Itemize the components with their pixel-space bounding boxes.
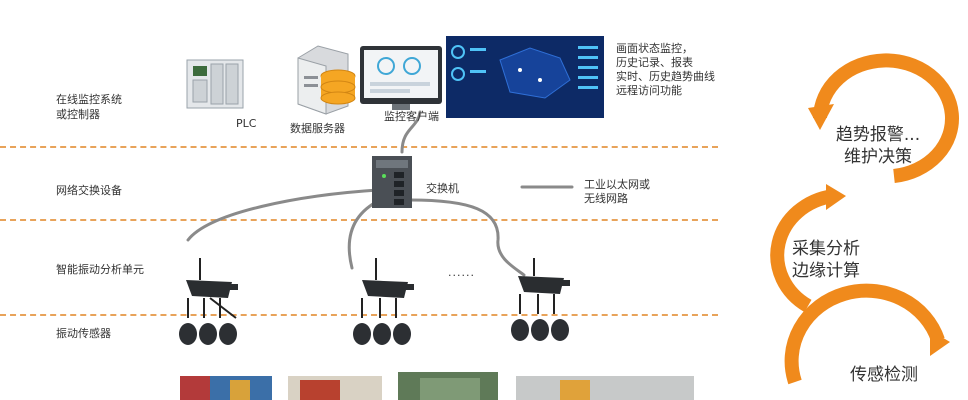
feature-item: 历史记录、报表 — [616, 56, 693, 69]
layer-label-sensor: 振动传感器 — [56, 327, 111, 340]
cable-switch-unit3 — [408, 198, 526, 277]
machine-photo-1 — [180, 376, 272, 400]
cycle-arc-top — [813, 53, 959, 183]
divider-3 — [0, 314, 718, 316]
cycle-arrow-middle — [826, 184, 846, 210]
layer-label-monitor-line2: 或控制器 — [56, 108, 100, 121]
legend-line1: 工业以太网或 — [584, 178, 650, 191]
cycle-middle-line2: 边缘计算 — [792, 261, 860, 281]
machine-photo-3 — [398, 372, 498, 400]
cycle-text-bottom: 传感检测 — [850, 365, 918, 385]
cycle-text-middle: 采集分析 边缘计算 — [766, 238, 886, 282]
more-units-ellipsis: ...... — [448, 266, 475, 279]
analysis-unit-1 — [186, 258, 238, 298]
machine-photo-2 — [288, 376, 382, 400]
dashboard-screen-icon — [446, 36, 604, 118]
cycle-text-top: 趋势报警... 维护决策 — [818, 124, 938, 168]
cycle-arrow-top — [808, 104, 834, 130]
cycle-arc-middle — [770, 189, 835, 313]
client-monitor-icon — [360, 46, 442, 110]
analysis-unit-2 — [362, 258, 414, 298]
cycle-arc-bottom — [784, 283, 945, 385]
layer-label-monitor-line1: 在线监控系统 — [56, 93, 122, 106]
cycle-top-line1: 趋势报警... — [835, 125, 921, 145]
sensor-group-2 — [353, 298, 411, 345]
server-icon — [297, 45, 356, 115]
feature-item: 实时、历史趋势曲线 — [616, 70, 715, 83]
legend-line2: 无线网路 — [584, 192, 628, 205]
layer-label-analysis: 智能振动分析单元 — [56, 263, 144, 276]
feature-item: 画面状态监控， — [616, 42, 693, 55]
cable-switch-unit2 — [347, 198, 382, 270]
cycle-top-line2: 维护决策 — [844, 147, 912, 167]
cable-switch-client — [400, 110, 422, 154]
feature-item: 远程访问功能 — [616, 84, 682, 97]
cycle-middle-line1: 采集分析 — [792, 239, 860, 259]
switch-icon — [372, 156, 412, 208]
divider-1 — [0, 146, 718, 148]
server-label: 数据服务器 — [290, 122, 345, 135]
sensor-group-3 — [511, 294, 569, 341]
analysis-unit-3 — [518, 258, 570, 294]
plc-icon — [186, 59, 244, 109]
cable-switch-unit1 — [186, 188, 380, 242]
layer-label-monitor: 在线监控系统 或控制器 — [56, 92, 122, 122]
switch-label: 交换机 — [426, 182, 459, 195]
legend-text: 工业以太网或 无线网路 — [584, 178, 650, 206]
machine-photo-4 — [516, 376, 694, 400]
sensor-group-1 — [179, 297, 237, 345]
feature-list: 画面状态监控， 历史记录、报表 实时、历史趋势曲线 远程访问功能 — [616, 42, 715, 98]
plc-label: PLC — [236, 117, 257, 130]
layer-label-network: 网络交换设备 — [56, 184, 122, 197]
divider-2 — [0, 219, 718, 221]
client-label: 监控客户端 — [384, 110, 439, 123]
cycle-arrow-bottom — [930, 330, 950, 356]
